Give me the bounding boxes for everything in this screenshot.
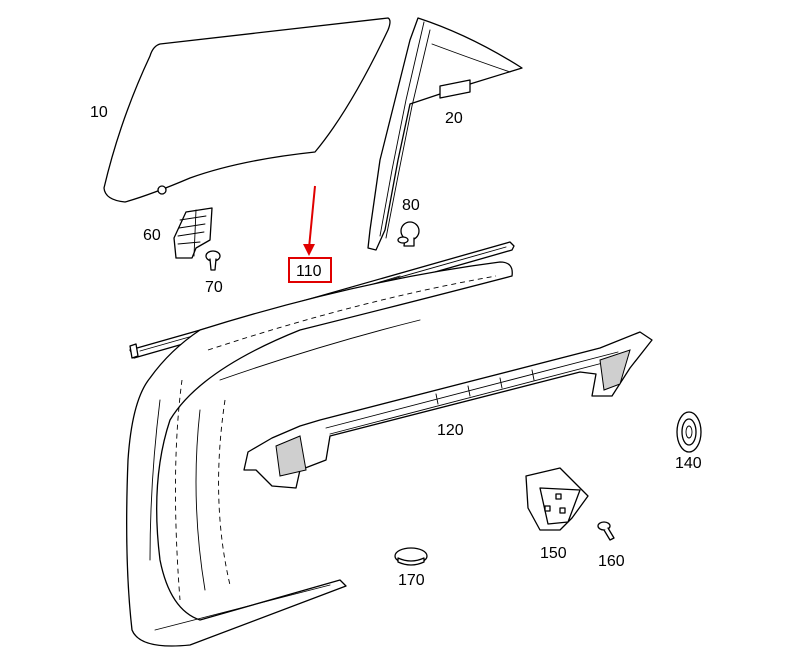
label-60: 60 xyxy=(143,227,161,244)
part-70-screw[interactable] xyxy=(205,250,221,271)
label-20: 20 xyxy=(445,110,463,127)
part-160-clip[interactable] xyxy=(597,521,615,541)
part-150-bracket[interactable] xyxy=(525,467,589,531)
part-20-window-frame[interactable] xyxy=(367,17,523,251)
part-80-stud[interactable] xyxy=(397,221,420,247)
label-170: 170 xyxy=(398,572,425,589)
label-120: 120 xyxy=(437,422,464,439)
part-60-lifter-clip[interactable] xyxy=(173,207,213,259)
part-140-grommet[interactable] xyxy=(676,411,702,453)
label-110: 110 xyxy=(296,263,322,280)
label-150: 150 xyxy=(540,545,567,562)
highlight-callout xyxy=(288,185,332,283)
label-160: 160 xyxy=(598,553,625,570)
part-120-window-rail[interactable] xyxy=(243,331,653,489)
part-10-window-glass[interactable] xyxy=(103,17,391,203)
label-140: 140 xyxy=(675,455,702,472)
label-70: 70 xyxy=(205,279,223,296)
door-inner-panel xyxy=(126,261,513,647)
label-10: 10 xyxy=(90,104,108,121)
label-80: 80 xyxy=(402,197,420,214)
part-170-plug[interactable] xyxy=(394,547,428,566)
